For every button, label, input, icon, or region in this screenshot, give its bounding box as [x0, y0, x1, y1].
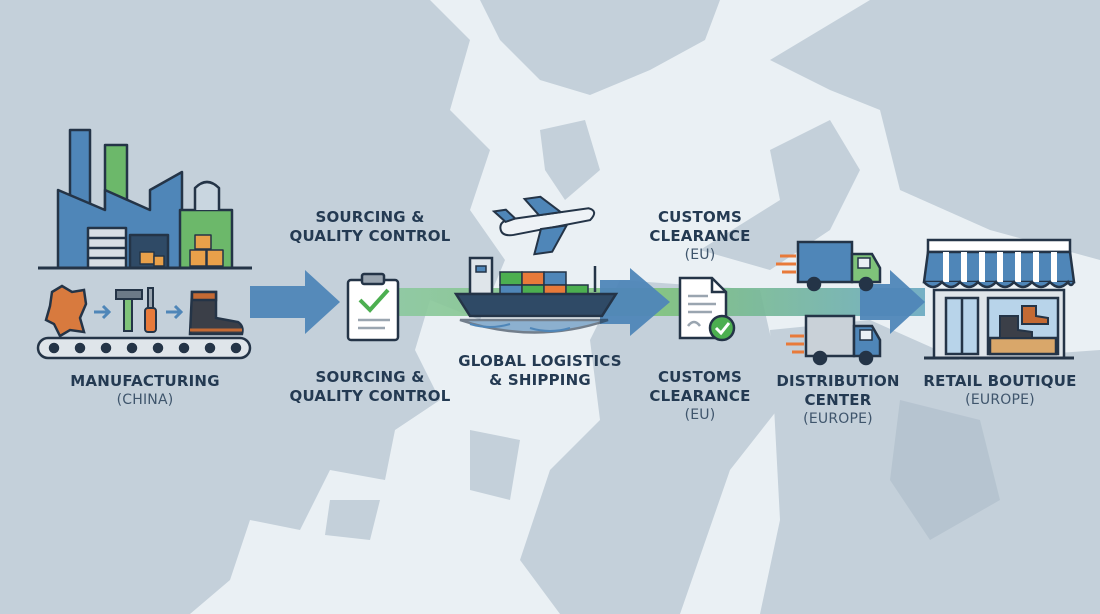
stage-label-customs-top: CUSTOMS CLEARANCE (EU)	[640, 208, 760, 265]
stage-location: (EUROPE)	[965, 392, 1035, 408]
stage-location: (EUROPE)	[803, 411, 873, 427]
flow-arrow-1	[250, 270, 340, 334]
boot-icon	[188, 290, 244, 336]
arrow-right-icon	[94, 304, 112, 320]
stage-title-line1: SOURCING &	[315, 208, 425, 226]
stage-label-sourcing-top: SOURCING & QUALITY CONTROL	[270, 208, 470, 246]
stage-location: (EU)	[684, 247, 716, 263]
stage-title-line1: SOURCING &	[315, 368, 425, 386]
flow-arrow-2	[600, 268, 670, 336]
retail-store-icon	[922, 238, 1076, 360]
clipboard-check-icon	[346, 272, 400, 342]
stage-label-manufacturing: MANUFACTURING (CHINA)	[40, 372, 250, 410]
stage-title: RETAIL BOUTIQUE	[923, 372, 1077, 390]
arrow-right-icon	[166, 304, 184, 320]
stage-label-retail: RETAIL BOUTIQUE (EUROPE)	[920, 372, 1080, 410]
stage-title-line1: GLOBAL LOGISTICS	[458, 352, 622, 370]
leather-hide-icon	[44, 284, 88, 338]
stage-title-line2: CLEARANCE	[649, 387, 751, 405]
stage-label-distribution: DISTRIBUTION CENTER (EUROPE)	[768, 372, 908, 429]
stage-title-line2: CENTER	[804, 391, 872, 409]
stage-title-line2: CLEARANCE	[649, 227, 751, 245]
stage-location: (CHINA)	[116, 392, 174, 408]
conveyor-belt-icon	[36, 336, 252, 360]
stage-label-sourcing-bottom: SOURCING & QUALITY CONTROL	[270, 368, 470, 406]
flow-arrows	[250, 268, 925, 336]
flow-arrow-3	[860, 270, 925, 334]
stage-location: (EU)	[684, 407, 716, 423]
stage-label-customs-bottom: CUSTOMS CLEARANCE (EU)	[640, 368, 760, 425]
stage-title-line2: & SHIPPING	[489, 371, 591, 389]
factory-icon	[38, 128, 252, 270]
stage-title-line2: QUALITY CONTROL	[289, 227, 451, 245]
customs-document-icon	[678, 276, 736, 342]
airplane-icon	[491, 195, 596, 256]
cargo-ship-icon	[453, 256, 619, 334]
delivery-truck-icon	[776, 240, 882, 292]
hammer-icon	[115, 289, 143, 332]
stage-title-line1: CUSTOMS	[657, 208, 743, 226]
stage-label-logistics: GLOBAL LOGISTICS & SHIPPING	[440, 352, 640, 390]
stage-title-line1: DISTRIBUTION	[776, 372, 900, 390]
stage-title: MANUFACTURING	[70, 372, 220, 390]
delivery-truck-icon	[786, 314, 882, 366]
screwdriver-icon	[144, 287, 157, 333]
stage-title-line1: CUSTOMS	[657, 368, 743, 386]
stage-title-line2: QUALITY CONTROL	[289, 387, 451, 405]
